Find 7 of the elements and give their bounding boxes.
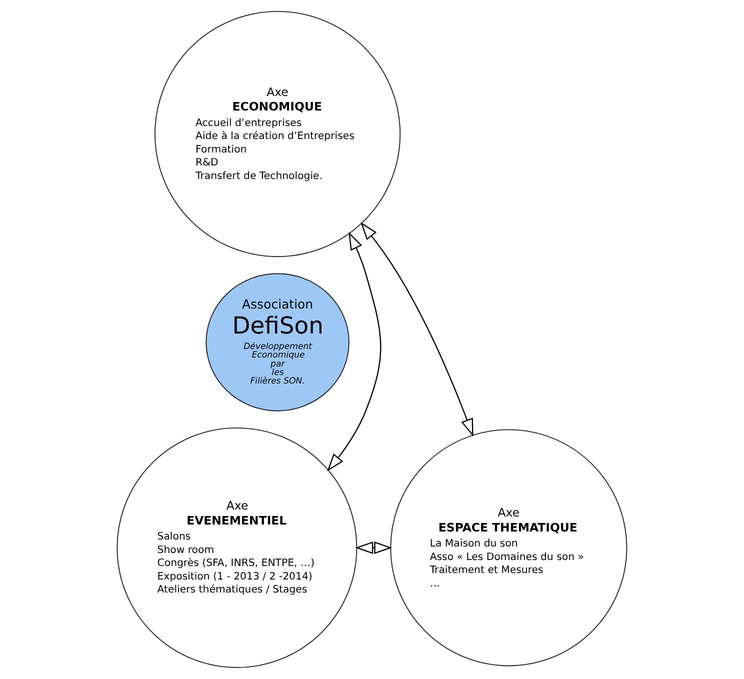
node-circle: Association DefiSon Développement Economique par les Filières SON. <box>206 273 350 412</box>
node-circle: Axe ECONOMIQUE Accueil d’entreprises Aide à la création d’Entreprises Formation R&D Transfert de Technologie. <box>154 10 401 258</box>
arrow <box>360 222 474 437</box>
node-circle: Axe EVENEMENTIEL Salons Show room Congrès (SFA, INRS, ENTPE, …) Exposition (1 - 2013 / 2 -2014) Ateliers thématiques / Stages <box>116 428 358 668</box>
node-circle: Axe ESPACE THEMATIQUE La Maison du son Asso « Les Domaines du son » Traitement et Mesures … <box>390 429 628 666</box>
arrow <box>355 541 392 554</box>
arrow <box>327 232 382 472</box>
